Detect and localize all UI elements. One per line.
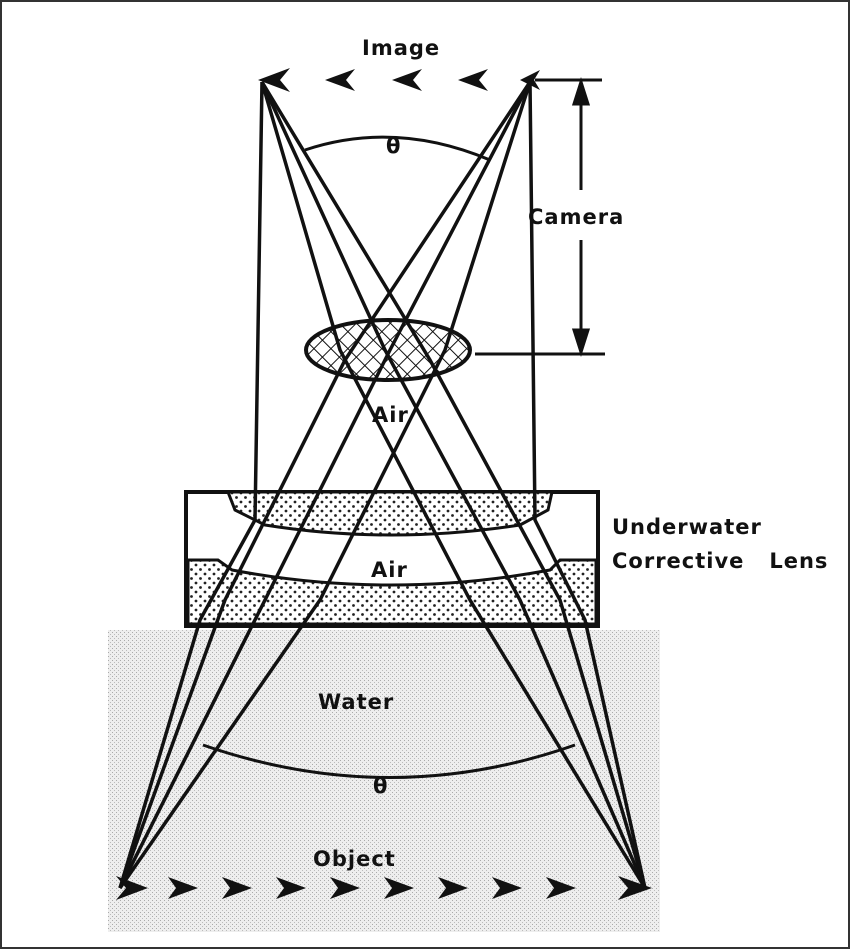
theta-bottom-label: θ xyxy=(373,774,388,798)
angle-arc-top xyxy=(304,135,491,162)
water-label: Water xyxy=(318,690,394,714)
light-rays xyxy=(118,81,647,889)
camera-dimension xyxy=(475,77,605,357)
lens-label-line2: Corrective Lens xyxy=(612,549,828,573)
angle-arc-bottom xyxy=(202,743,576,779)
camera-label: Camera xyxy=(528,205,624,229)
water-region xyxy=(108,630,660,932)
theta-top-label: θ xyxy=(386,134,401,158)
air-upper-label: Air xyxy=(372,403,409,427)
lens-label-line1: Underwater xyxy=(612,515,762,539)
object-arrows xyxy=(116,876,652,900)
image-arrows xyxy=(258,68,540,92)
image-label: Image xyxy=(362,36,440,60)
air-lower-label: Air xyxy=(371,558,408,582)
object-label: Object xyxy=(313,847,396,871)
